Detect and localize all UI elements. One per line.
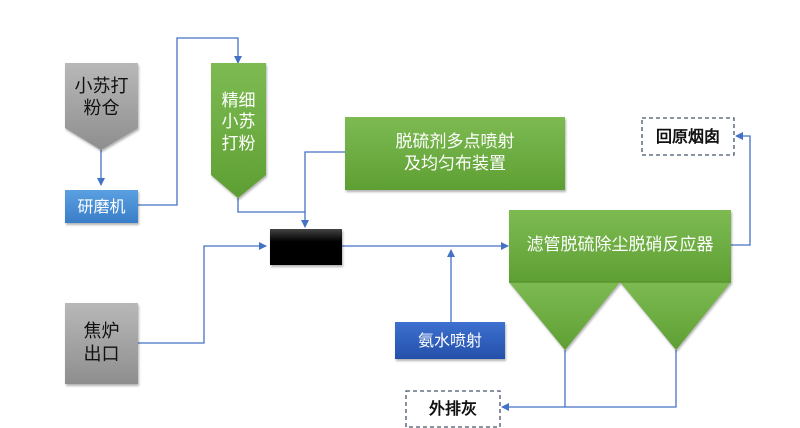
arrow-hopper2-to-ash <box>501 350 677 411</box>
baking-soda-silo-label: 小苏打 粉仓 <box>74 75 129 120</box>
grinder-label: 研磨机 <box>77 196 126 216</box>
arrow-injector-to-mixer <box>304 151 345 212</box>
fine-powder-label: 精细 小苏 打粉 <box>221 91 256 154</box>
ammonia-injection-shape <box>395 322 505 359</box>
baking-soda-silo-shape <box>65 63 138 150</box>
ammonia-injection-label: 氨水喷射 <box>417 330 482 350</box>
mixer-block-shape <box>270 229 342 265</box>
coke-oven-outlet-label: 焦炉 出口 <box>83 321 120 365</box>
arrow-fine-powder-to-mixer <box>237 198 309 228</box>
arrow-reactor-to-chimney <box>731 132 751 246</box>
coke-oven-outlet-shape <box>65 303 138 384</box>
desulfurizer-injector-label: 脱硫剂多点喷射 及均匀布装置 <box>395 132 515 174</box>
fine-powder-shape <box>211 63 266 198</box>
desulfurizer-injector-shape <box>345 117 565 190</box>
ash-discharge-label: 外排灰 <box>428 399 477 418</box>
ash-discharge-box <box>405 390 501 428</box>
return-chimney-box <box>641 117 735 156</box>
arrow-coke-oven-to-mixer <box>138 242 267 344</box>
return-chimney-label: 回原烟囱 <box>655 126 720 146</box>
grinder-shape <box>65 190 138 223</box>
reactor-label: 滤管脱硫除尘脱硝反应器 <box>526 235 714 256</box>
arrow-grinder-to-fine-powder <box>138 37 242 206</box>
reactor-shape <box>509 210 731 350</box>
mixer-label <box>270 229 342 265</box>
